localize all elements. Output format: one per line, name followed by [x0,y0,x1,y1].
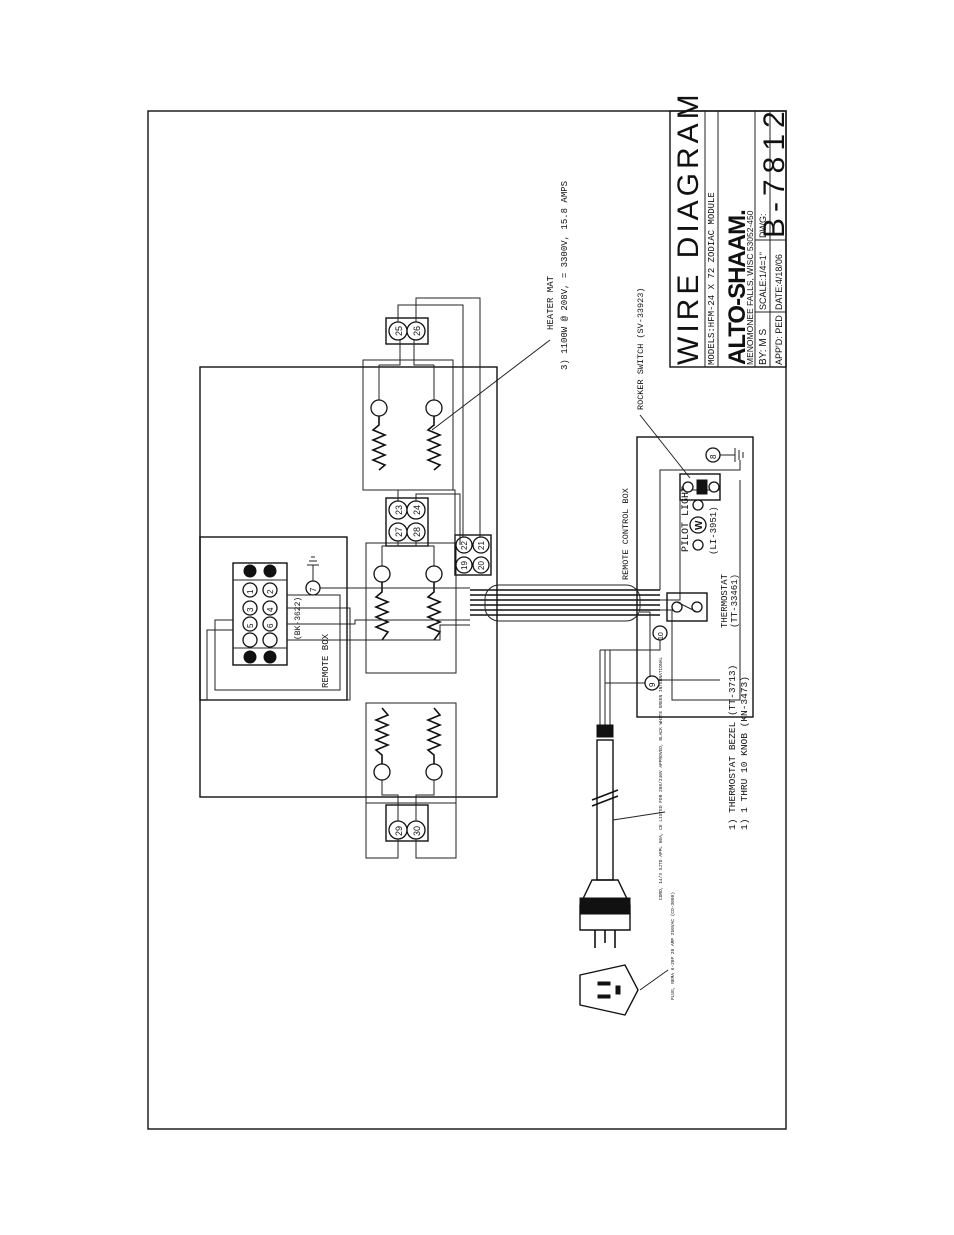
terminal-29: 29 [394,826,404,836]
terminal-9: 9 [644,675,660,691]
remote-terminal-1: 1 [246,589,255,594]
svg-text:W: W [694,520,705,530]
heater-zone-top [362,359,454,491]
heater-mat-label: HEATER MAT [546,275,556,330]
remote-box-part: (BK-3622) [294,597,303,640]
models-label: MODELS:HFM-24 X 72 ZODIAC MODULE [707,192,717,365]
rocker-switch-label: ROCKER SWITCH (SV-33923) [636,288,646,410]
remote-control-box-outline [636,436,754,718]
terminal-26: 26 [412,326,422,336]
remote-control-box-label: REMOTE CONTROL BOX [621,488,631,580]
thermostat [666,592,708,622]
terminal-23: 23 [394,505,404,515]
drawing-border [147,110,787,1130]
heater-enclosure [199,366,498,798]
remote-terminal-5: 5 [246,623,255,628]
terminal-20: 20 [477,561,486,570]
remote-box-terminal-strip: 1 2 3 4 5 6 [232,562,288,666]
terminal-10: 10 [652,625,668,641]
ground-8-label: 8 [709,454,718,459]
scale-label: SCALE:1/4=1" [758,252,768,310]
remote-box-label: REMOTE BOX [321,633,331,688]
by-label: BY: M S [758,329,769,365]
heater-mat-spec: 3) 1100W @ 208V, = 3300V, 15.8 AMPS [560,181,570,370]
terminal-10-label: 10 [658,632,665,640]
date-label: DATE:4/18/06 [774,254,784,310]
terminal-27: 27 [394,527,404,537]
thermostat-part: (TT-33461) [730,574,740,628]
power-cord [591,724,666,881]
terminal-22: 22 [460,541,469,550]
dwg-label: DWG: [758,214,768,239]
terminal-30: 30 [412,826,422,836]
thermostat-label: THERMOSTAT [720,573,730,628]
ground-7-label: 7 [309,587,318,592]
terminal-25: 25 [394,326,404,336]
title-block: WIRE DIAGRAM MODELS:HFM-24 X 72 ZODIAC M… [669,90,791,368]
wiring [206,297,741,859]
terminal-block-19-22: 22 21 19 20 [454,534,492,576]
pilot-light-label: PILOT LIGHT [681,486,692,552]
note-thermostat-bezel: 1) THERMOSTAT BEZEL (TT-3713) [727,665,738,830]
terminal-block-23-28: 23 24 27 28 [385,497,429,547]
power-plug [579,879,631,948]
drawing-title: WIRE DIAGRAM [672,90,705,365]
heater-zone-bottom [365,702,457,804]
heater-zone-middle [365,542,457,674]
terminal-block-29-30: 29 30 [385,804,429,842]
terminal-block-25-26: 25 26 [385,317,429,345]
terminal-21: 21 [477,541,486,550]
ground-terminal-8: 8 [705,447,744,463]
appd-label: APP'D: PED [774,315,784,365]
pilot-light-part: (LI-3951) [709,506,719,555]
remote-terminal-2: 2 [266,589,275,594]
brand-logo: ALTO-SHAAM. [724,210,751,365]
terminal-9-label: 9 [648,682,657,687]
plug-note: PLUG, NEMA 6-20P 20 AMP 250VAC (CO-3000) [670,892,676,1000]
ground-terminal-7: 7 [305,556,321,596]
location-label: MENOMONEE FALLS, WISC 53052-450 [745,210,755,365]
plug-face [579,964,669,1016]
terminal-19: 19 [460,561,469,570]
remote-terminal-6: 6 [266,623,275,628]
cord-note: CORD, 14/3 SJTO APPL 60A, CE LISTED FOR … [658,657,664,900]
remote-terminal-3: 3 [246,607,255,612]
terminal-28: 28 [412,527,422,537]
drawing-number: B-7812 [758,105,791,238]
note-knob: 1) 1 THRU 10 KNOB (KN-3473) [739,676,750,830]
terminal-24: 24 [412,505,422,515]
remote-terminal-4: 4 [266,607,275,612]
pilot-light: W [689,499,707,551]
